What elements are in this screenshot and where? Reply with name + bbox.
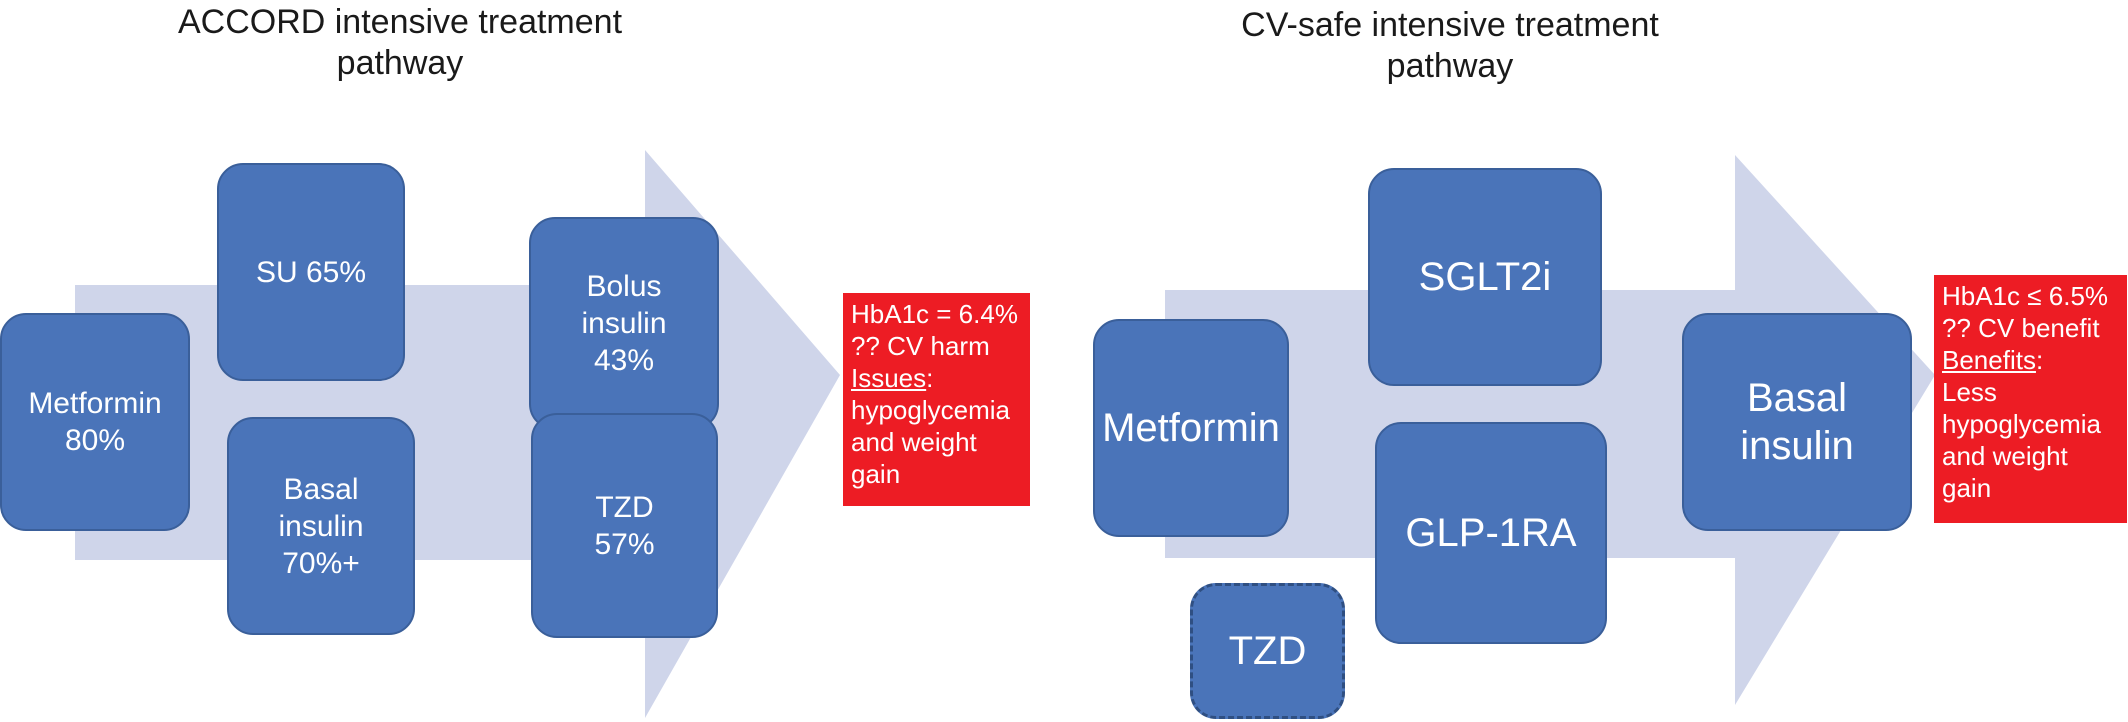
note-benefit-3: and weight: [1942, 441, 2068, 471]
su-box: SU 65%: [217, 163, 405, 381]
note-hba1c: HbA1c = 6.4%: [851, 299, 1018, 329]
note-cv-harm: ?? CV harm: [851, 331, 990, 361]
sglt2i-box: SGLT2i: [1368, 168, 1602, 386]
benefits-label: Benefits: [1942, 345, 2036, 375]
issues-label: Issues: [851, 363, 927, 393]
note-issue-1: hypoglycemia: [851, 395, 1010, 425]
basal-insulin-box: Basal insulin: [1682, 313, 1912, 531]
note-benefit-1: Less: [1942, 377, 1997, 407]
bolus-insulin-box: Bolus insulin 43%: [529, 217, 719, 430]
glp1ra-box: GLP-1RA: [1375, 422, 1607, 644]
metformin-box: Metformin: [1093, 319, 1289, 537]
note-hba1c: HbA1c ≤ 6.5%: [1942, 281, 2109, 311]
right-panel-title: CV-safe intensive treatment pathway: [1241, 6, 1659, 85]
note-benefits-line: Benefits:: [1942, 344, 2119, 376]
left-outcome-note: HbA1c = 6.4% ?? CV harm Issues: hypoglyc…: [843, 293, 1030, 506]
note-issue-2: and weight: [851, 427, 977, 457]
metformin-box: Metformin 80%: [0, 313, 190, 531]
benefits-colon: :: [2035, 345, 2044, 375]
issues-colon: :: [926, 363, 934, 393]
note-cv-benefit: ?? CV benefit: [1942, 313, 2100, 343]
tzd-box: TZD 57%: [531, 413, 718, 638]
note-issue-3: gain: [851, 459, 901, 489]
tzd-optional-box: TZD: [1190, 583, 1345, 719]
note-benefit-4: gain: [1942, 473, 1992, 503]
note-benefit-2: hypoglycemia: [1942, 409, 2101, 439]
left-panel-title: ACCORD intensive treatment pathway: [177, 3, 623, 82]
note-issues-line: Issues:: [851, 362, 1022, 394]
right-outcome-note: HbA1c ≤ 6.5% ?? CV benefit Benefits: Les…: [1934, 275, 2127, 523]
basal-insulin-box: Basal insulin 70%+: [227, 417, 415, 635]
